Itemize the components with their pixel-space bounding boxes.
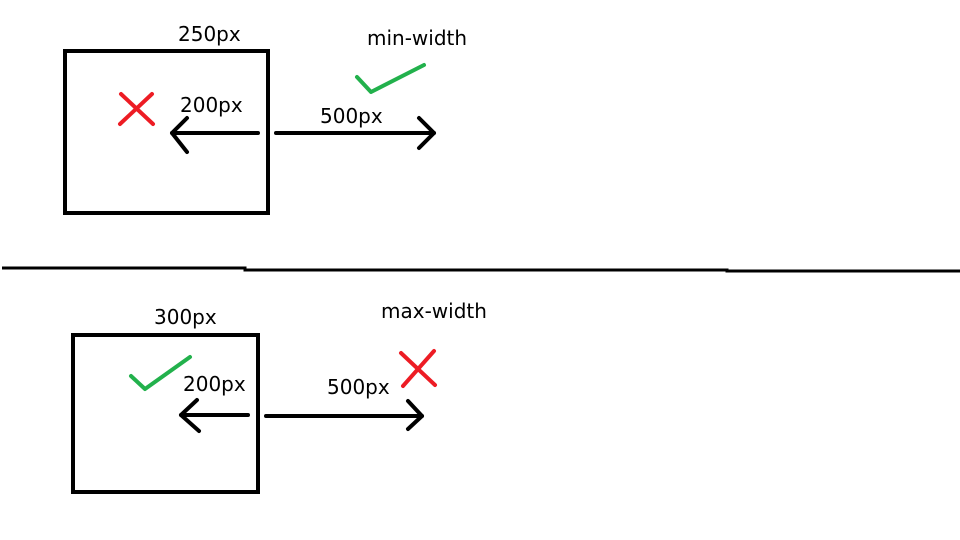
top-box-width-label: 250px (178, 22, 241, 46)
bottom-right-arrow (264, 399, 424, 431)
divider-line (2, 266, 960, 273)
bottom-left-arrow-label: 200px (183, 372, 246, 396)
top-box (63, 49, 270, 215)
bottom-cross-icon (399, 349, 437, 388)
bottom-box-width-label: 300px (154, 305, 217, 329)
top-right-arrow (274, 116, 436, 150)
top-cross-icon (118, 92, 155, 126)
bottom-check-icon (129, 355, 192, 391)
top-right-arrow-label: 500px (320, 104, 383, 128)
bottom-box (71, 333, 260, 494)
top-left-arrow-label: 200px (180, 93, 243, 117)
top-section-title: min-width (367, 26, 468, 50)
top-left-arrow (170, 116, 260, 154)
top-check-icon (355, 63, 426, 94)
bottom-section-title: max-width (381, 299, 487, 323)
bottom-left-arrow (179, 398, 250, 433)
bottom-right-arrow-label: 500px (327, 375, 390, 399)
